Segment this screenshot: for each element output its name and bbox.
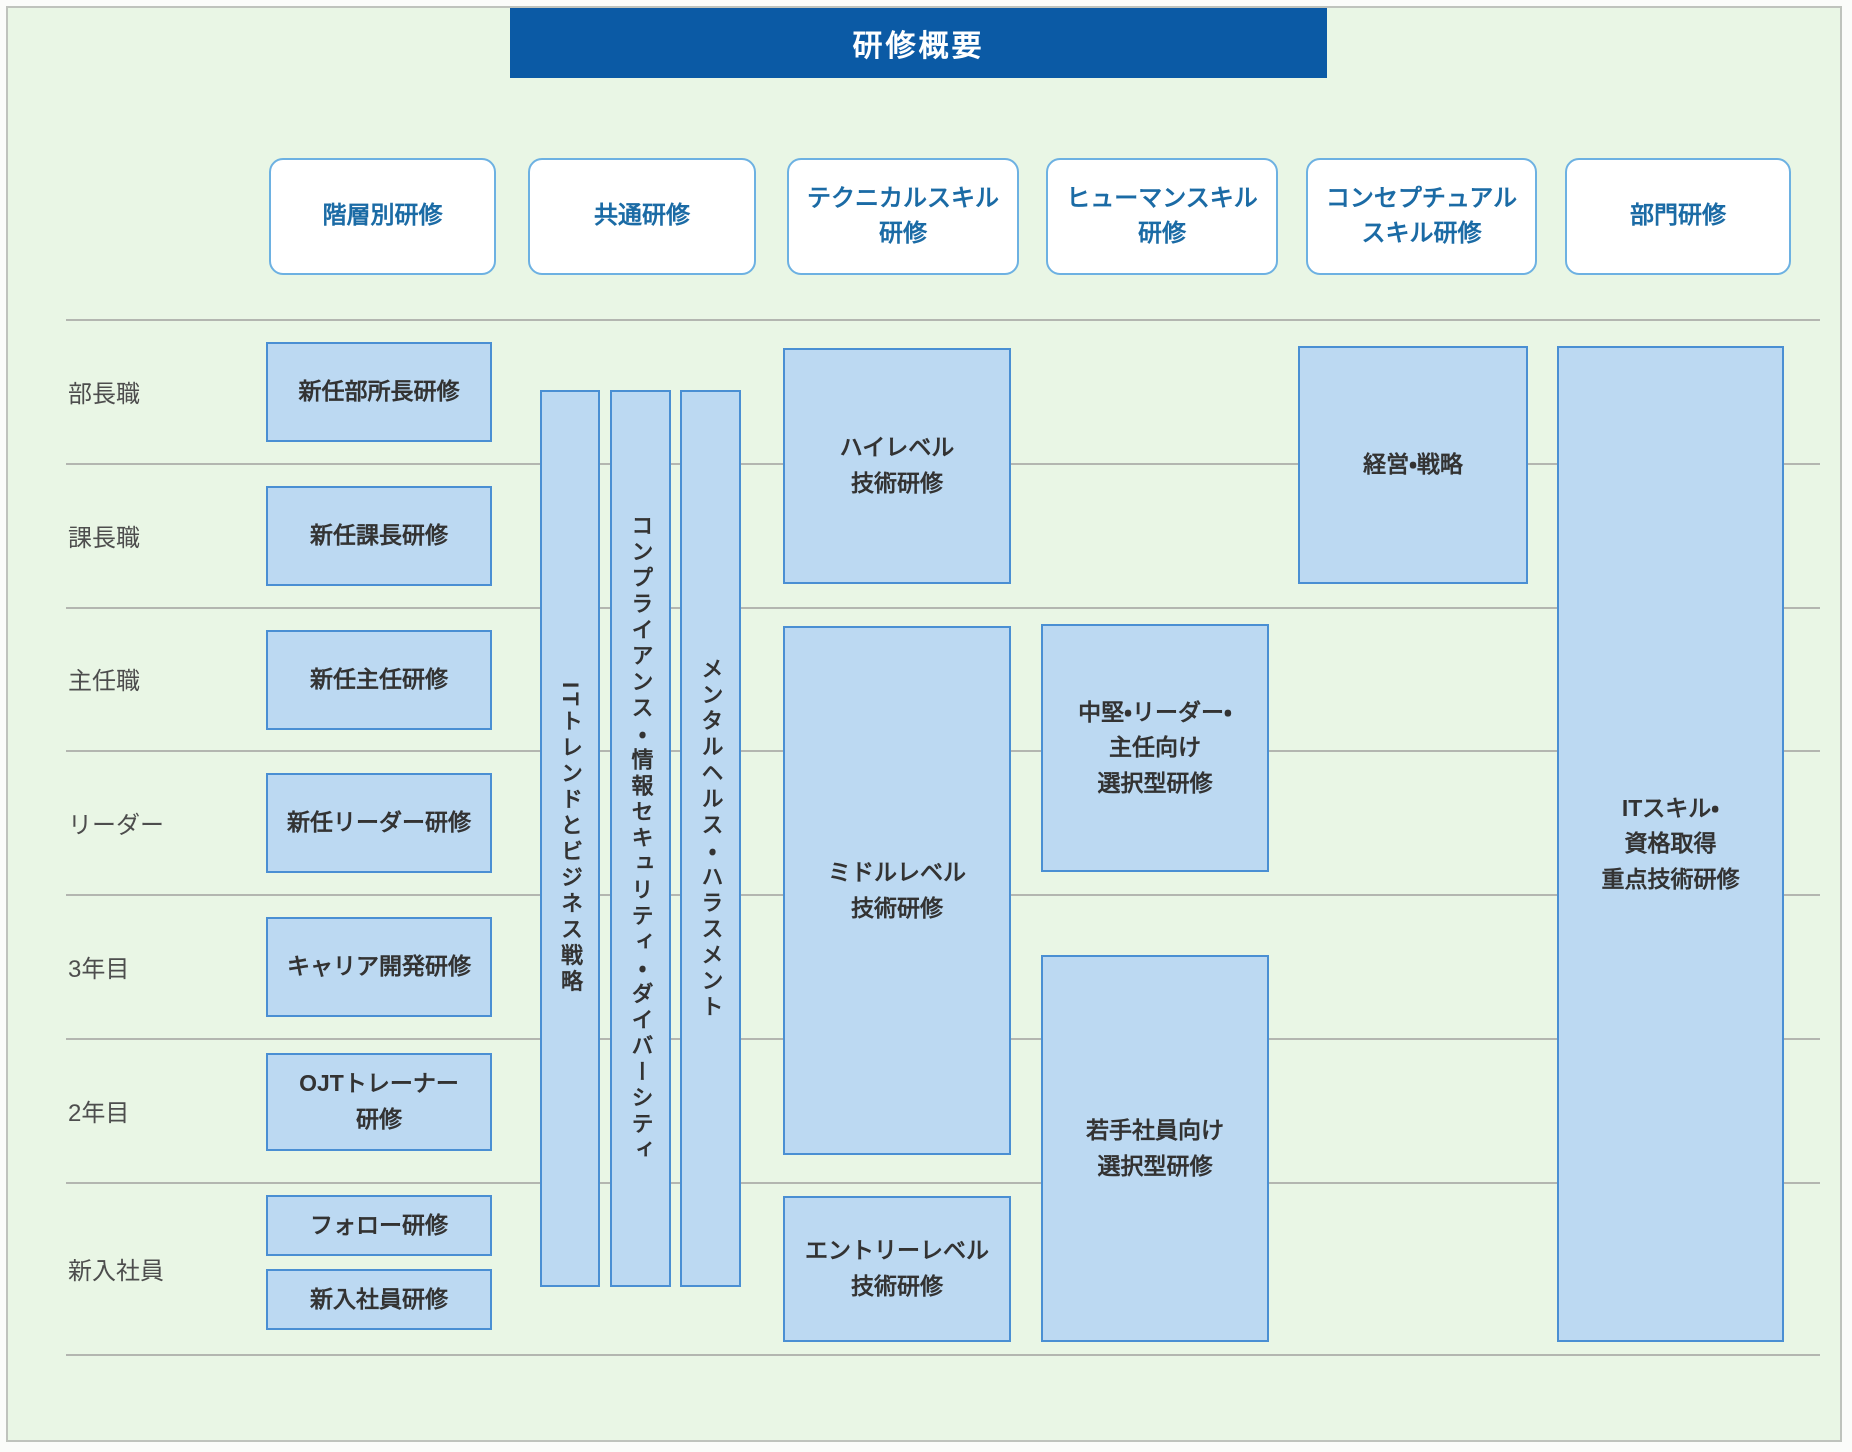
row-label-new-employee: 新入社員 bbox=[68, 1257, 164, 1285]
training-box-high-level-technical: ハイレベル 技術研修 bbox=[783, 348, 1011, 584]
training-box-new-department-manager: 新任部所長研修 bbox=[266, 342, 492, 442]
training-box-new-leader: 新任リーダー研修 bbox=[266, 773, 492, 873]
common-training-bar-compliance-security-diversity: コンプライアンス・情報セキュリティ・ダイバーシティ bbox=[610, 390, 671, 1287]
row-label-chief: 主任職 bbox=[68, 668, 140, 695]
training-box-middle-level-technical: ミドルレベル 技術研修 bbox=[783, 626, 1011, 1155]
row-label-leader: リーダー bbox=[68, 811, 164, 839]
header-department-training: 部門研修 bbox=[1565, 158, 1791, 275]
training-box-management-strategy: 経営・戦略 bbox=[1298, 346, 1528, 584]
row-label-department-manager: 部長職 bbox=[68, 380, 140, 408]
header-human-skill-training: ヒューマンスキル 研修 bbox=[1046, 158, 1278, 275]
training-box-it-skill-certification: ITスキル・ 資格取得 重点技術研修 bbox=[1557, 346, 1784, 1342]
training-box-midcareer-leader-chief-elective: 中堅・リーダー・ 主任向け 選択型研修 bbox=[1041, 624, 1269, 872]
training-box-entry-level-technical: エントリーレベル 技術研修 bbox=[783, 1196, 1011, 1342]
training-box-ojt-trainer: OJTトレーナー 研修 bbox=[266, 1053, 492, 1151]
row-label-section-manager: 課長職 bbox=[68, 524, 140, 552]
common-training-bar-mental-health-harassment: メンタルヘルス・ハラスメント bbox=[680, 390, 741, 1287]
common-training-bar-it-trend: ITトレンドとビジネス戦略 bbox=[540, 390, 600, 1287]
common-training-bar-label: コンプライアンス・情報セキュリティ・ダイバーシティ bbox=[628, 513, 654, 1164]
header-technical-skill-training: テクニカルスキル 研修 bbox=[787, 158, 1019, 275]
training-box-young-employee-elective: 若手社員向け 選択型研修 bbox=[1041, 955, 1269, 1342]
training-box-follow-up: フォロー研修 bbox=[266, 1195, 492, 1256]
row-divider bbox=[66, 607, 1820, 609]
row-label-2nd-year: 2年目 bbox=[68, 1099, 130, 1127]
training-box-new-chief: 新任主任研修 bbox=[266, 630, 492, 730]
row-divider bbox=[66, 319, 1820, 321]
row-divider bbox=[66, 1354, 1820, 1356]
row-label-3rd-year: 3年目 bbox=[68, 955, 130, 983]
common-training-bar-label: メンタルヘルス・ハラスメント bbox=[698, 656, 724, 1021]
header-common-training: 共通研修 bbox=[528, 158, 756, 275]
training-box-career-development: キャリア開発研修 bbox=[266, 917, 492, 1017]
header-hierarchy-training: 階層別研修 bbox=[269, 158, 496, 275]
training-box-new-section-manager: 新任課長研修 bbox=[266, 486, 492, 586]
page-title: 研修概要 bbox=[510, 8, 1327, 78]
header-conceptual-skill-training: コンセプチュアル スキル研修 bbox=[1306, 158, 1537, 275]
training-box-new-employee: 新入社員研修 bbox=[266, 1269, 492, 1330]
common-training-bar-label: ITトレンドとビジネス戦略 bbox=[558, 681, 583, 996]
row-divider bbox=[66, 1182, 1820, 1184]
